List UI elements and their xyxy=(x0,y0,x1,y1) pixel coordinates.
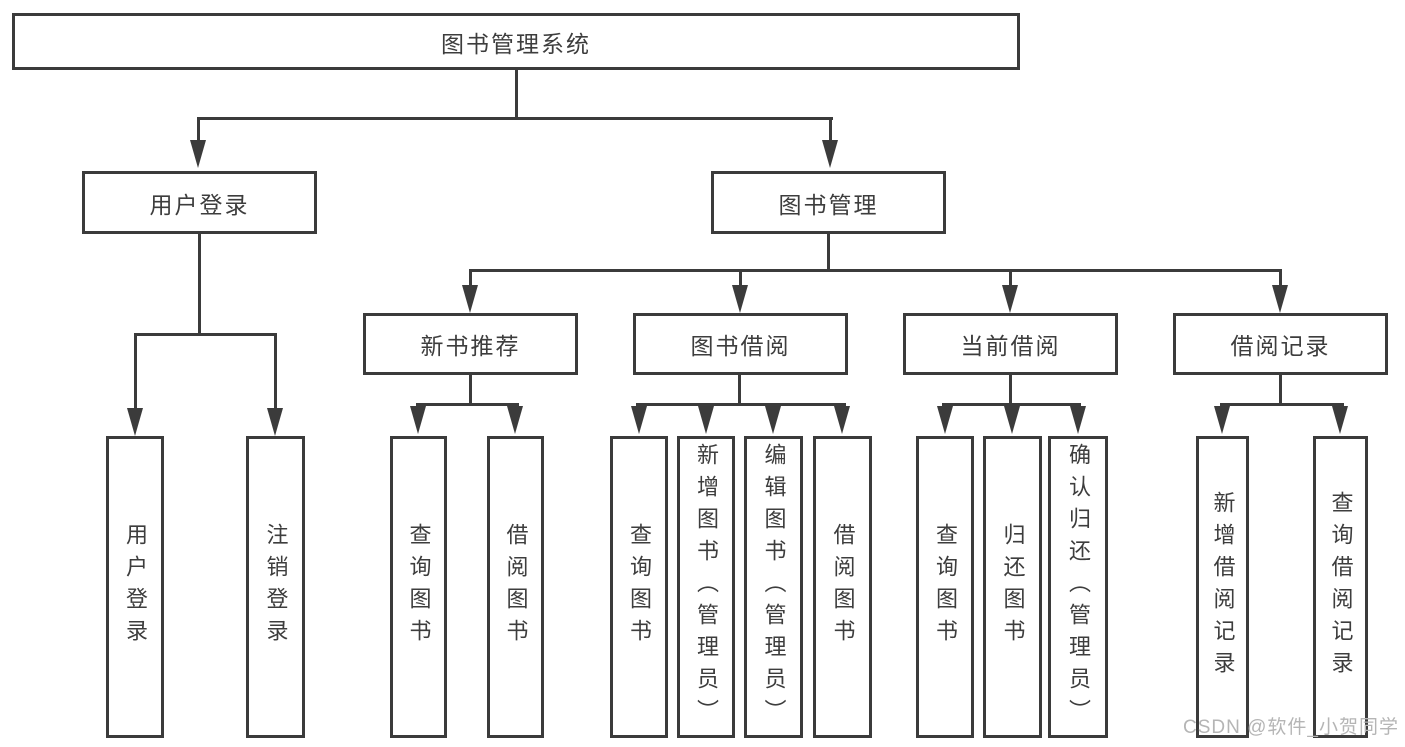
leaf-label: 归还图书 xyxy=(1000,523,1026,651)
arrow-down-icon xyxy=(1272,285,1288,313)
arrow-down-icon xyxy=(822,140,838,168)
leaf-label: 查询图书 xyxy=(406,523,432,651)
node-root: 图书管理系统 xyxy=(12,13,1020,70)
arrow-down-icon xyxy=(1214,406,1230,434)
leaf-nbr-query-books: 查询图书 xyxy=(390,436,447,738)
leaf-label: 用户登录 xyxy=(123,523,148,651)
leaf-bb-borrow-books: 借阅图书 xyxy=(813,436,872,738)
connector-line-vertical xyxy=(198,234,201,336)
arrow-down-icon xyxy=(732,285,748,313)
connector-line-horizontal xyxy=(469,269,1282,272)
connector-line-vertical xyxy=(1279,272,1282,286)
node-borrowing-records: 借阅记录 xyxy=(1173,313,1388,375)
arrow-down-icon xyxy=(698,406,714,434)
connector-line-vertical xyxy=(1009,375,1012,406)
connector-line-vertical xyxy=(739,272,742,286)
node-user-login: 用户登录 xyxy=(82,171,317,234)
arrow-down-icon xyxy=(1332,406,1348,434)
leaf-label: 注销登录 xyxy=(263,523,289,651)
connector-line-horizontal xyxy=(1220,403,1344,406)
connector-line-vertical xyxy=(1009,272,1012,286)
connector-line-horizontal xyxy=(416,403,519,406)
connector-line-vertical xyxy=(827,234,830,272)
arrow-down-icon xyxy=(267,408,283,436)
leaf-label: 借阅图书 xyxy=(830,523,856,651)
leaf-bb-edit-book-admin: 编辑图书（管理员） xyxy=(744,436,803,738)
arrow-down-icon xyxy=(462,285,478,313)
arrow-down-icon xyxy=(190,140,206,168)
leaf-br-query-borrow-record: 查询借阅记录 xyxy=(1313,436,1368,738)
connector-line-vertical xyxy=(469,375,472,406)
node-new-book-recommendation: 新书推荐 xyxy=(363,313,578,375)
connector-line-horizontal xyxy=(197,117,833,120)
connector-line-vertical xyxy=(469,272,472,286)
leaf-cb-return-books: 归还图书 xyxy=(983,436,1042,738)
watermark-text: CSDN @软件_小贺同学 xyxy=(1183,717,1399,738)
arrow-down-icon xyxy=(765,406,781,434)
connector-line-vertical xyxy=(197,120,200,141)
arrow-down-icon xyxy=(410,406,426,434)
connector-line-horizontal xyxy=(134,333,277,336)
node-current-borrowing: 当前借阅 xyxy=(903,313,1118,375)
arrow-down-icon xyxy=(507,406,523,434)
arrow-down-icon xyxy=(631,406,647,434)
arrow-down-icon xyxy=(1002,285,1018,313)
connector-line-vertical xyxy=(738,375,741,406)
leaf-label: 编辑图书（管理员） xyxy=(761,443,787,731)
arrow-down-icon xyxy=(1070,406,1086,434)
leaf-cb-confirm-return-admin: 确认归还（管理员） xyxy=(1048,436,1108,738)
arrow-down-icon xyxy=(834,406,850,434)
leaf-user-login: 用户登录 xyxy=(106,436,164,738)
connector-line-vertical xyxy=(515,70,518,118)
connector-line-vertical xyxy=(274,336,277,408)
leaf-br-add-borrow-record: 新增借阅记录 xyxy=(1196,436,1249,738)
leaf-label: 新增借阅记录 xyxy=(1210,491,1236,683)
connector-line-vertical xyxy=(134,336,137,408)
arrow-down-icon xyxy=(1004,406,1020,434)
connector-line-horizontal xyxy=(636,403,846,406)
leaf-label: 借阅图书 xyxy=(503,523,529,651)
leaf-label: 新增图书（管理员） xyxy=(694,443,719,731)
node-book-borrowing: 图书借阅 xyxy=(633,313,848,375)
leaf-bb-query-books: 查询图书 xyxy=(610,436,668,738)
leaf-logout-login: 注销登录 xyxy=(246,436,305,738)
leaf-label: 查询图书 xyxy=(933,523,958,651)
leaf-label: 查询借阅记录 xyxy=(1328,491,1354,683)
leaf-label: 确认归还（管理员） xyxy=(1066,443,1091,731)
leaf-bb-add-book-admin: 新增图书（管理员） xyxy=(677,436,735,738)
arrow-down-icon xyxy=(937,406,953,434)
connector-line-vertical xyxy=(829,120,832,141)
connector-line-vertical xyxy=(1279,375,1282,406)
node-book-management: 图书管理 xyxy=(711,171,946,234)
arrow-down-icon xyxy=(127,408,143,436)
leaf-cb-query-books: 查询图书 xyxy=(916,436,974,738)
connector-line-horizontal xyxy=(942,403,1081,406)
leaf-nbr-borrow-books: 借阅图书 xyxy=(487,436,544,738)
leaf-label: 查询图书 xyxy=(627,523,652,651)
